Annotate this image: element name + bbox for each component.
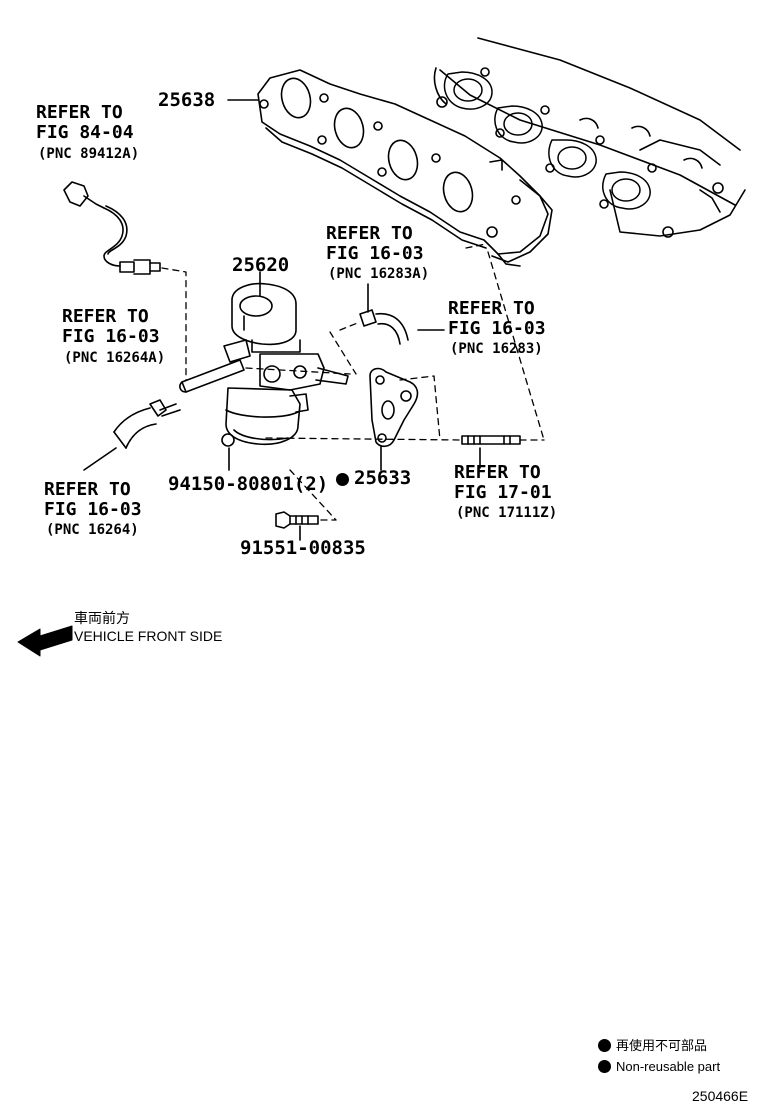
ref-hose-b-pnc: (PNC 16264) [46,522,139,538]
legend-english: Non-reusable part [598,1060,720,1073]
top-hose-drawing [359,309,409,345]
valve-gasket-drawing [369,367,419,448]
valve-assembly-drawing [221,282,349,447]
filled-circle-icon [598,1060,611,1073]
phantom-lines [161,243,545,521]
part-number-valve[interactable]: 25620 [232,254,290,276]
part-number-nut[interactable]: 94150-80801(2) [168,473,329,495]
vehicle-front-arrow-icon [17,625,73,657]
ref-sensor-fig[interactable]: FIG 84-04 [36,122,134,143]
ref-sensor-line1: REFER TO [36,102,123,123]
ref-top-hose-a-pnc: (PNC 16283A) [328,266,430,282]
figure-code: 250466E [692,1088,749,1104]
bolt-drawing [275,511,319,529]
ref-stud-pnc: (PNC 17111Z) [456,505,558,521]
non-reusable-marker-icon [336,473,349,486]
legend-japanese: 再使用不可部品 [598,1039,707,1052]
part-number-valve-gasket[interactable]: 25633 [336,469,411,488]
ref-hose-b-fig[interactable]: FIG 16-03 [44,499,142,520]
stud-drawing [461,435,521,445]
ref-stud-line1: REFER TO [454,462,541,483]
ref-hose-b-line1: REFER TO [44,479,131,500]
manifold-gasket-drawing [257,69,553,267]
legend-japanese-text: 再使用不可部品 [616,1038,708,1053]
sensor-drawing [63,181,161,275]
filled-circle-icon [598,1039,611,1052]
legend-english-text: Non-reusable part [616,1059,721,1074]
ref-top-hose-b-fig[interactable]: FIG 16-03 [448,318,546,339]
direction-label-english: VEHICLE FRONT SIDE [74,628,223,644]
part-number-manifold-gasket[interactable]: 25638 [158,89,216,111]
part-number-bolt[interactable]: 91551-00835 [240,537,366,559]
ref-hose-a-line1: REFER TO [62,306,149,327]
cylinder-head-drawing [433,37,746,238]
ref-top-hose-a-line1: REFER TO [326,223,413,244]
ref-sensor-pnc: (PNC 89412A) [38,146,140,162]
ref-stud-fig[interactable]: FIG 17-01 [454,482,552,503]
leader-lines [83,99,481,541]
ref-top-hose-b-line1: REFER TO [448,298,535,319]
part-number-valve-gasket-text: 25633 [354,467,412,489]
pipe-drawing [179,359,245,393]
ref-hose-a-fig[interactable]: FIG 16-03 [62,326,160,347]
ref-top-hose-b-pnc: (PNC 16283) [450,341,543,357]
left-hose-drawing [113,399,181,449]
ref-top-hose-a-fig[interactable]: FIG 16-03 [326,243,424,264]
ref-hose-a-pnc: (PNC 16264A) [64,350,166,366]
direction-label-japanese: 車両前方 [74,610,130,626]
